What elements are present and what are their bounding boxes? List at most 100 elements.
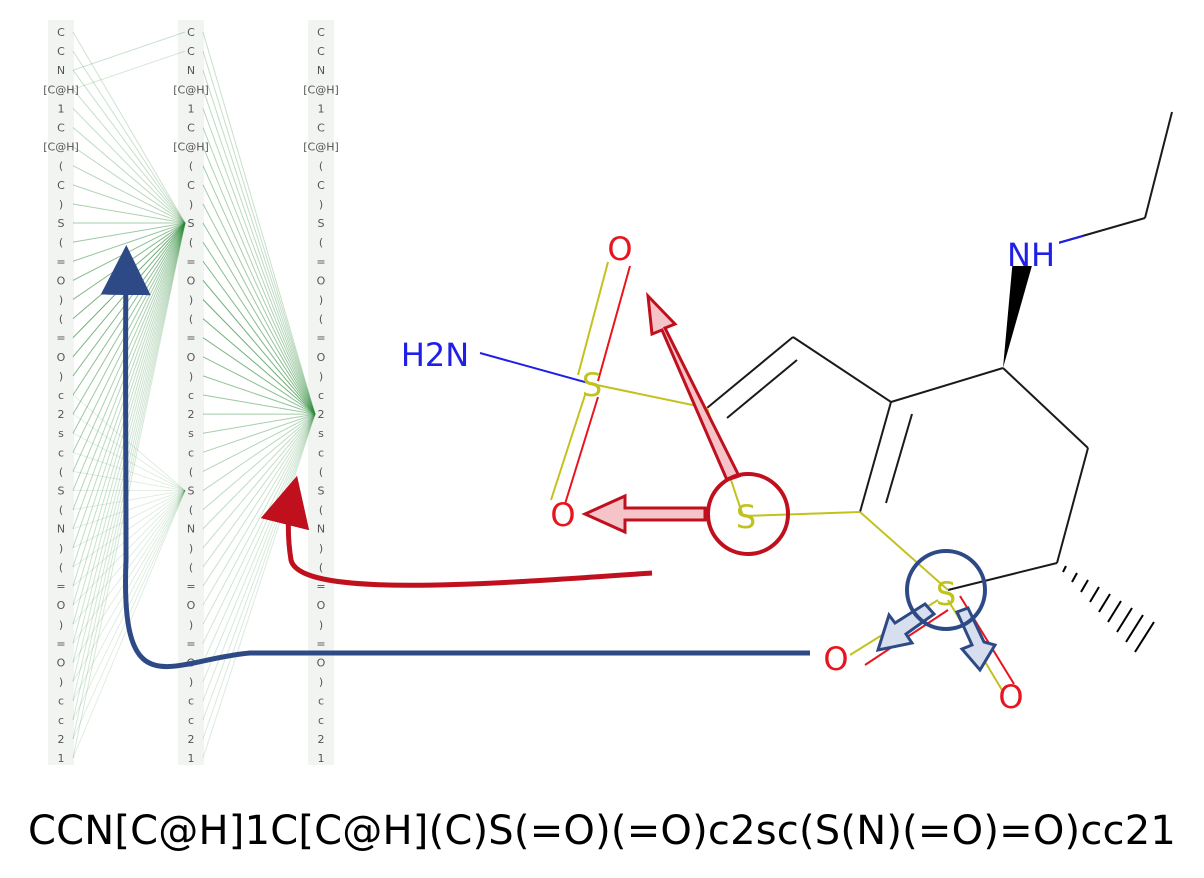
token-label: 1	[188, 752, 195, 765]
attention-line	[72, 451, 186, 491]
token-label: 2	[58, 408, 65, 421]
attention-line	[202, 413, 316, 625]
token-label: )	[59, 676, 63, 689]
token-column-3: CCN[C@H]1C[C@H](C)S(=O)(=O)c2sc(S(N)(=O)…	[303, 26, 339, 765]
attention-line	[202, 299, 316, 415]
attention-line	[72, 222, 186, 453]
attention-line	[72, 222, 186, 720]
bond	[890, 367, 1004, 403]
attention-line	[72, 50, 186, 224]
attention-line	[72, 490, 186, 701]
attention-line	[72, 31, 186, 224]
bond	[1057, 235, 1084, 244]
attention-line	[202, 413, 316, 644]
token-label: O	[57, 274, 66, 287]
token-label: )	[59, 198, 63, 211]
token-label: 2	[188, 733, 195, 746]
token-label: =	[316, 332, 325, 345]
attention-line	[72, 69, 186, 224]
token-label: 2	[318, 408, 325, 421]
attention-line	[72, 490, 186, 549]
bond	[947, 562, 1058, 591]
atom-o-bottom-right: O	[998, 678, 1023, 716]
token-label: N	[187, 523, 195, 536]
token-label: )	[319, 542, 323, 555]
blue-highlight-circle	[905, 549, 987, 631]
attention-line	[202, 222, 316, 415]
atom-s-ring: S	[736, 498, 756, 536]
token-label: c	[318, 389, 324, 402]
token-label: c	[318, 714, 324, 727]
bond	[577, 261, 609, 376]
attention-line	[72, 490, 186, 720]
token-label: O	[57, 656, 66, 669]
token-label: )	[319, 293, 323, 306]
attention-line	[202, 413, 316, 663]
blue-connector-arrow	[100, 245, 810, 669]
token-label: (	[59, 561, 63, 574]
token-label: c	[58, 714, 64, 727]
bond	[1002, 367, 1089, 449]
attention-line	[202, 108, 316, 415]
bond	[591, 383, 708, 409]
attention-line	[72, 490, 186, 682]
bond	[742, 511, 861, 517]
token-label: 1	[318, 752, 325, 765]
token-label: S	[188, 217, 195, 230]
bond	[479, 352, 593, 385]
bond	[859, 511, 949, 591]
token-label: C	[57, 179, 65, 192]
token-label: c	[188, 714, 194, 727]
attention-line	[72, 490, 186, 587]
bond	[859, 401, 892, 513]
attention-line	[72, 222, 186, 396]
attention-line	[72, 222, 186, 701]
attention-line	[72, 222, 186, 682]
token-label: s	[188, 427, 194, 440]
attention-line	[72, 127, 186, 224]
token-label: c	[188, 695, 194, 708]
token-label: 1	[58, 752, 65, 765]
attention-line	[72, 222, 186, 587]
attention-line	[72, 490, 186, 568]
token-column-1: CCN[C@H]1C[C@H](C)S(=O)(=O)c2sc(S(N)(=O)…	[43, 26, 79, 765]
attention-line	[202, 413, 316, 759]
token-label: O	[317, 656, 326, 669]
token-label: 2	[188, 408, 195, 421]
attention-line	[202, 318, 316, 415]
token-label: c	[58, 446, 64, 459]
token-label: C	[187, 26, 195, 39]
token-label: (	[319, 561, 323, 574]
attention-line	[202, 413, 316, 549]
token-label: (	[59, 160, 63, 173]
token-label: O	[57, 599, 66, 612]
token-label: =	[56, 255, 65, 268]
token-label: [C@H]	[303, 141, 339, 154]
attention-line	[72, 222, 186, 625]
attention-line	[72, 222, 186, 568]
hashed-wedge-bond	[1062, 565, 1155, 653]
token-label: )	[189, 198, 193, 211]
attention-line	[72, 222, 186, 262]
attention-line	[202, 146, 316, 415]
atom-o-top: O	[607, 230, 632, 268]
attention-line	[72, 222, 186, 549]
attention-line	[72, 184, 186, 224]
token-label: s	[318, 427, 324, 440]
bond	[1144, 111, 1173, 219]
attention-line	[202, 50, 316, 415]
token-label: =	[316, 580, 325, 593]
token-label: O	[187, 351, 196, 364]
attention-line	[202, 413, 316, 682]
red-highlight-circle	[706, 472, 790, 556]
attention-line	[72, 222, 186, 415]
attention-line	[72, 490, 186, 644]
attention-line	[72, 222, 186, 644]
attention-line	[202, 260, 316, 415]
token-label: N	[317, 523, 325, 536]
attention-line	[202, 356, 316, 415]
token-label: (	[59, 313, 63, 326]
token-label: C	[57, 122, 65, 135]
token-label: O	[317, 351, 326, 364]
attention-line	[72, 50, 186, 90]
